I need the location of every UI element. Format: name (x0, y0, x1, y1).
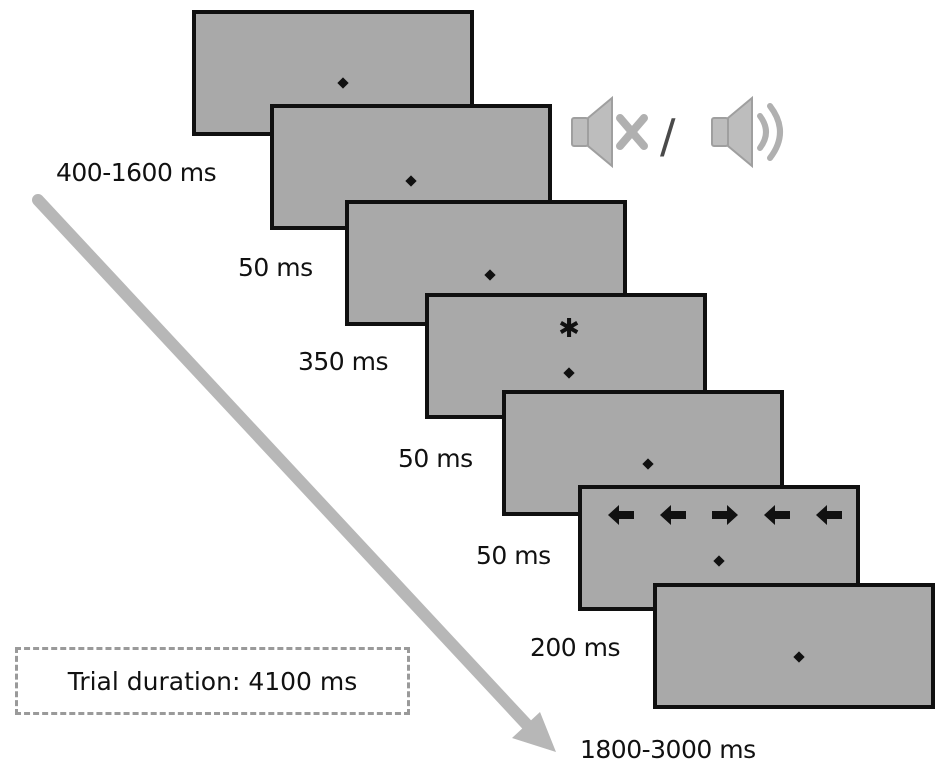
speaker-on-icon (711, 95, 783, 169)
arrow-left-icon (816, 505, 842, 525)
arrow-right-icon (712, 505, 738, 525)
arrow-left-icon (660, 505, 686, 525)
speaker-muted-icon (571, 95, 648, 169)
duration-label-3: 350 ms (298, 347, 389, 376)
trial-duration-label: Trial duration: 4100 ms (67, 666, 358, 696)
duration-label-2: 50 ms (238, 253, 313, 282)
screen-frame-7 (653, 583, 935, 709)
sound-separator: / (660, 109, 676, 163)
arrow-left-icon (764, 505, 790, 525)
cue-star-icon: ✱ (558, 314, 580, 344)
duration-label-5: 50 ms (476, 541, 551, 570)
arrow-left-icon (608, 505, 634, 525)
duration-label-7: 1800-3000 ms (580, 735, 756, 764)
duration-label-1: 400-1600 ms (56, 158, 217, 187)
duration-label-6: 200 ms (530, 633, 621, 662)
duration-label-4: 50 ms (398, 444, 473, 473)
trial-duration-box: Trial duration: 4100 ms (15, 647, 410, 715)
